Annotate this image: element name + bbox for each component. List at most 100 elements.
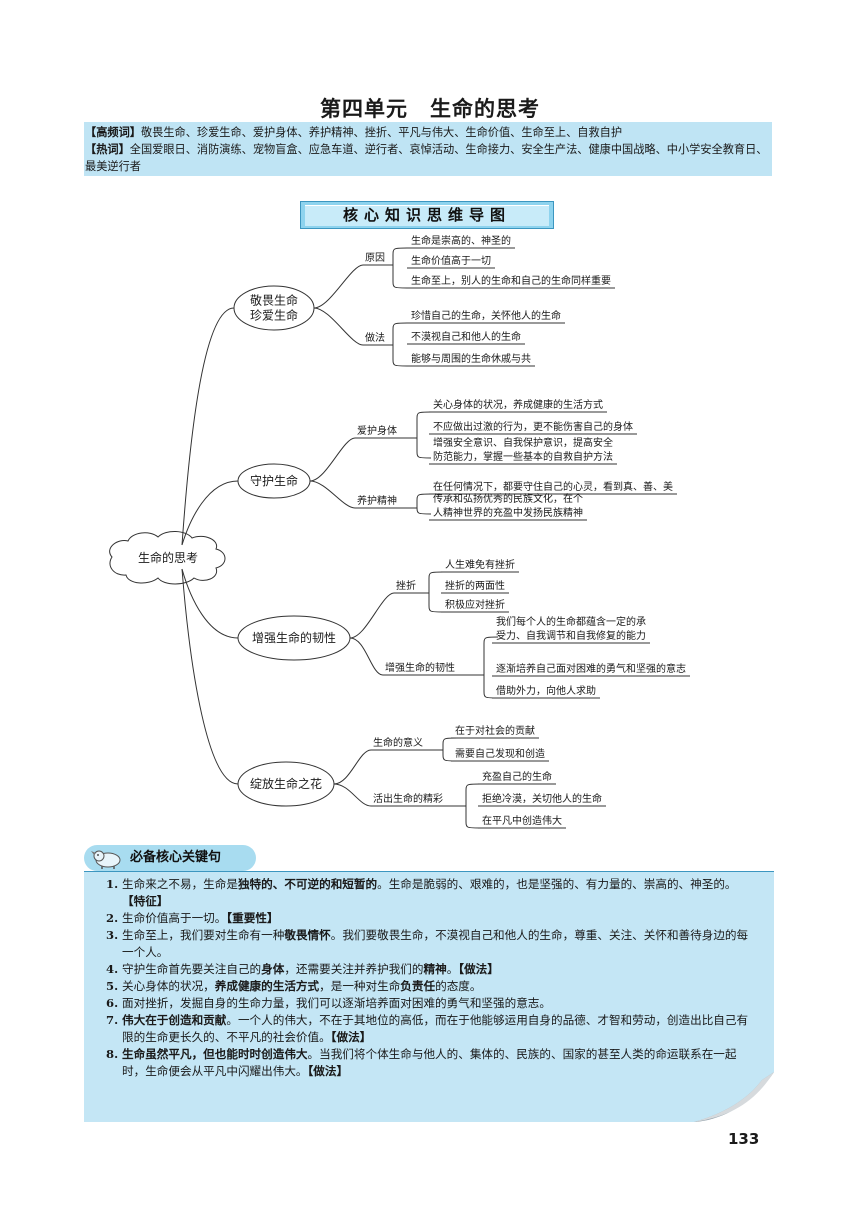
sub-label: 活出生命的精彩 bbox=[373, 792, 443, 805]
sentence-emphasis: 敬畏情怀 bbox=[284, 928, 331, 942]
key-sentences-header: 必备核心关键句 bbox=[84, 845, 256, 871]
sentence-emphasis: 独特的、不可逆的和短暂的 bbox=[237, 877, 378, 891]
sub-connector bbox=[333, 749, 372, 785]
sentence-text: ，还需要关注并养护我们的 bbox=[284, 962, 424, 976]
leaf-text: 人生难免有挫折 bbox=[445, 558, 515, 571]
key-sentence-8: 8.生命虽然平凡，但也能时时创造伟大。当我们将个体生命与他人的、集体的、民族的、… bbox=[106, 1046, 752, 1080]
leaf-text: 借助外力，向他人求助 bbox=[496, 684, 596, 697]
key-sentence-1: 1.生命来之不易，生命是独特的、不可逆的和短暂的。生命是脆弱的、艰难的，也是坚强… bbox=[106, 876, 752, 910]
leaf-text: 珍惜自己的生命，关怀他人的生命 bbox=[411, 309, 561, 322]
sentence-text: 关心身体的状况， bbox=[122, 979, 215, 993]
sub-label: 生命的意义 bbox=[373, 736, 423, 749]
bracket bbox=[416, 493, 432, 515]
sentence-emphasis: 【做法】 bbox=[330, 1030, 372, 1044]
branch-label: 敬畏生命 bbox=[250, 293, 298, 308]
sentence-text: 。当我们将个体生命与他人的、集体的、民族的、国家的甚至人类的命运联系在一起时，生… bbox=[122, 1047, 737, 1078]
sentence-emphasis: 精神 bbox=[423, 962, 447, 976]
leaf-text: 不漠视自己和他人的生命 bbox=[411, 330, 521, 343]
sentence-text: 生命来之不易，生命是 bbox=[122, 877, 238, 891]
sentence-text: 守护生命首先要关注自己的 bbox=[122, 962, 262, 976]
sub-connector bbox=[333, 783, 372, 807]
leaf-text: 生命至上，别人的生命和自己的生命同样重要 bbox=[411, 274, 611, 287]
sentence-emphasis: 负责任 bbox=[400, 979, 436, 993]
sub-connector bbox=[313, 307, 364, 346]
bracket bbox=[416, 411, 432, 459]
leaf-text: 生命价值高于一切 bbox=[411, 254, 491, 267]
root-connector bbox=[181, 307, 235, 546]
sentence-text: 面对挫折，发掘自身的生命力量，我们可以逐渐培养面对困难的勇气和坚强的意志。 bbox=[122, 996, 551, 1010]
bracket bbox=[442, 737, 458, 762]
sentence-number: 1. bbox=[106, 877, 119, 891]
sentence-emphasis: 生命虽然平凡，但也能时时创造伟大 bbox=[122, 1047, 308, 1061]
key-sentence-5: 5.关心身体的状况，养成健康的生活方式，是一种对生命负责任的态度。 bbox=[106, 978, 752, 995]
leaf-text: 传承和弘扬优秀的民族文化，在个 bbox=[433, 492, 583, 505]
branch-label: 绽放生命之花 bbox=[250, 776, 322, 791]
branch-label: 珍爱生命 bbox=[250, 308, 298, 323]
sub-connector bbox=[309, 480, 356, 509]
page-title: 第四单元 生命的思考 bbox=[320, 96, 540, 121]
sentence-text: 。生命是脆弱的、艰难的，也是坚强的、有力量的、崇高的、神圣的。 bbox=[377, 877, 737, 891]
sentence-emphasis: 【做法】 bbox=[458, 962, 499, 976]
sub-label: 做法 bbox=[365, 331, 385, 344]
sentence-emphasis: 养成健康的生活方式 bbox=[214, 979, 320, 993]
leaf-text: 拒绝冷漠，关切他人的生命 bbox=[482, 792, 602, 805]
leaf-text: 在于对社会的贡献 bbox=[455, 724, 535, 737]
leaf-text: 关心身体的状况，养成健康的生活方式 bbox=[433, 398, 603, 411]
leaf-text: 我们每个人的生命都蕴含一定的承 bbox=[496, 615, 646, 628]
key-sentence-7: 7.伟大在于创造和贡献。一个人的伟大，不在于其地位的高低，而在于他能够运用自身的… bbox=[106, 1012, 752, 1046]
leaf-text: 需要自己发现和创造 bbox=[455, 747, 545, 760]
keyword-box: 【高频词】敬畏生命、珍爱生命、爱护身体、养护精神、挫折、平凡与伟大、生命价值、生… bbox=[84, 122, 772, 176]
leaf-text: 能够与周围的生命休戚与共 bbox=[411, 352, 531, 365]
sentence-text: 生命价值高于一切。 bbox=[122, 911, 227, 925]
sub-label: 挫折 bbox=[396, 579, 416, 592]
bracket bbox=[392, 247, 408, 289]
sub-connector bbox=[349, 637, 384, 676]
sub-label: 养护精神 bbox=[357, 494, 397, 507]
sub-label: 增强生命的韧性 bbox=[385, 661, 455, 674]
sentence-emphasis: 【做法】 bbox=[307, 1064, 349, 1078]
divider bbox=[84, 871, 774, 872]
branch-label: 增强生命的韧性 bbox=[252, 630, 336, 645]
sub-connector bbox=[349, 592, 395, 639]
leaf-text: 防范能力，掌握一些基本的自救自护方法 bbox=[433, 450, 613, 463]
branch-label: 守护生命 bbox=[250, 473, 298, 488]
key-sentence-2: 2.生命价值高于一切。【重要性】 bbox=[106, 910, 752, 927]
sentence-emphasis: 【重要性】 bbox=[226, 911, 279, 925]
sentence-number: 6. bbox=[106, 996, 119, 1010]
root-connector bbox=[181, 568, 239, 785]
key-sentence-3: 3.生命至上，我们要对生命有一种敬畏情怀。我们要敬畏生命，不漠视自己和他人的生命… bbox=[106, 927, 752, 961]
mindmap-title: 核心知识思维导图 bbox=[342, 206, 511, 224]
root-cloud bbox=[109, 531, 226, 585]
sentence-text: 。我们要敬畏生命，不漠视自己和他人的生命，尊重、关注、关怀和善待身边的每一个人。 bbox=[122, 928, 749, 959]
leaf-text: 充盈自己的生命 bbox=[482, 770, 552, 783]
key-sentence-6: 6.面对挫折，发掘自身的生命力量，我们可以逐渐培养面对困难的勇气和坚强的意志。 bbox=[106, 995, 752, 1012]
root-label: 生命的思考 bbox=[138, 550, 198, 565]
leaf-text: 在任何情况下，都要守住自己的心灵，看到真、善、美 bbox=[433, 480, 673, 493]
sub-connector bbox=[313, 264, 364, 309]
root-connector bbox=[181, 568, 239, 639]
page-curl bbox=[694, 1072, 774, 1122]
sentence-number: 7. bbox=[106, 1013, 119, 1027]
rhino-icon bbox=[91, 850, 121, 869]
leaf-text: 在平凡中创造伟大 bbox=[482, 814, 562, 827]
leaf-text: 人精神世界的充盈中发扬民族精神 bbox=[433, 506, 583, 519]
sentence-text: 生命至上，我们要对生命有一种 bbox=[122, 928, 285, 942]
sentence-number: 4. bbox=[106, 962, 119, 976]
bracket bbox=[465, 783, 481, 829]
sentence-emphasis: 身体 bbox=[261, 962, 285, 976]
key-sentence-4: 4.守护生命首先要关注自己的身体，还需要关注并养护我们的精神。【做法】 bbox=[106, 961, 752, 978]
sentence-emphasis: 伟大在于创造和贡献 bbox=[122, 1013, 227, 1027]
page-number: 133 bbox=[728, 1130, 760, 1148]
high-freq-text: 敬畏生命、珍爱生命、爱护身体、养护精神、挫折、平凡与伟大、生命价值、生命至上、自… bbox=[140, 126, 623, 139]
sentence-number: 3. bbox=[106, 928, 119, 942]
leaf-text: 积极应对挫折 bbox=[445, 598, 505, 611]
mind-map: 生命的思考敬畏生命珍爱生命原因生命是崇高的、神圣的生命价值高于一切生命至上，别人… bbox=[109, 234, 690, 829]
leaf-text: 生命是崇高的、神圣的 bbox=[411, 234, 511, 247]
sentence-text: 。 bbox=[446, 962, 459, 976]
sentence-emphasis: 【特征】 bbox=[122, 894, 169, 908]
bracket bbox=[428, 571, 444, 613]
leaf-text: 增强安全意识、自我保护意识，提高安全 bbox=[433, 436, 613, 449]
sentence-number: 5. bbox=[106, 979, 119, 993]
bracket bbox=[483, 636, 499, 699]
leaf-text: 受力、自我调节和自我修复的能力 bbox=[496, 629, 646, 642]
